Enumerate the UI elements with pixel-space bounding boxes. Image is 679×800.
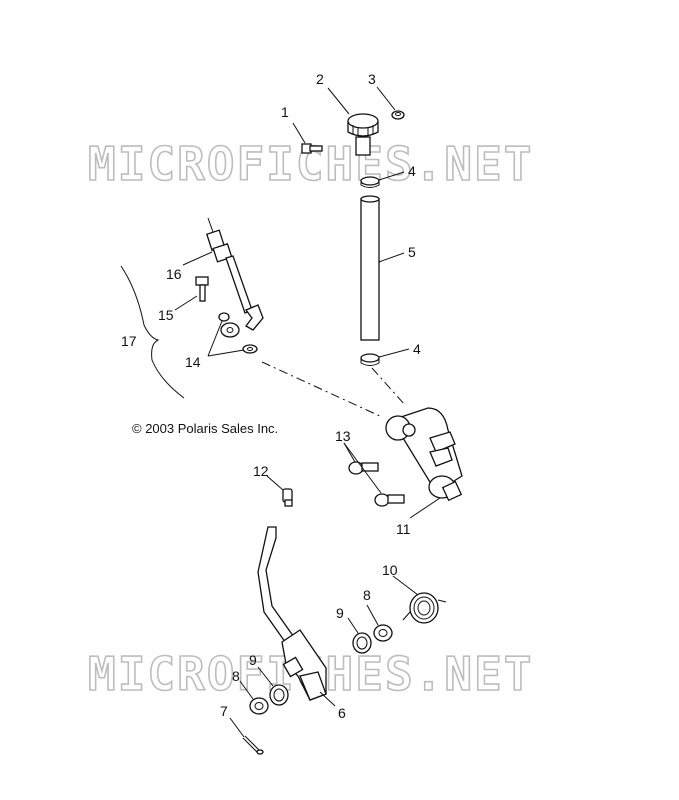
crush-washer-upper (218, 312, 230, 322)
callout-7: 7 (220, 703, 228, 719)
washer-left (249, 697, 269, 715)
hose-clamp-upper (360, 176, 380, 188)
return-spring (402, 592, 447, 624)
callout-4-upper: 4 (408, 163, 416, 179)
callout-12: 12 (253, 463, 269, 479)
callout-17: 17 (121, 333, 137, 349)
bushing-left (269, 684, 289, 706)
centerline-brake-line (261, 361, 383, 418)
washer-right (373, 624, 393, 642)
callout-8-left: 8 (232, 668, 240, 684)
leader-lines (174, 86, 441, 738)
hose-clamp-lower (360, 353, 380, 366)
callouts: 1 2 3 4 5 4 16 15 17 14 13 12 11 10 9 8 … (121, 71, 421, 721)
bolt (301, 143, 323, 154)
callout-16: 16 (166, 266, 182, 282)
brake-pedal (257, 526, 327, 701)
callout-5: 5 (408, 244, 416, 260)
mounting-bolt-upper (348, 461, 379, 475)
reservoir-cap (347, 113, 379, 156)
callout-2: 2 (316, 71, 324, 87)
banjo-bolt (195, 276, 209, 302)
callout-13: 13 (335, 428, 351, 444)
master-cylinder (385, 407, 463, 502)
callout-10: 10 (382, 562, 398, 578)
reservoir-hose (360, 195, 380, 341)
callout-8-right: 8 (363, 587, 371, 603)
callout-4-lower: 4 (413, 341, 421, 357)
copyright-text: © 2003 Polaris Sales Inc. (132, 421, 278, 436)
callout-9-left: 9 (249, 652, 257, 668)
mounting-bolt-lower (374, 493, 405, 507)
callout-3: 3 (368, 71, 376, 87)
centerline-hose (371, 367, 406, 406)
callout-15: 15 (158, 307, 174, 323)
callout-1: 1 (281, 104, 289, 120)
crush-washer-lower (242, 344, 258, 354)
callout-9-right: 9 (336, 605, 344, 621)
clevis-pin (282, 488, 293, 507)
callout-14: 14 (185, 354, 201, 370)
callout-6: 6 (338, 705, 346, 721)
nut (391, 110, 405, 120)
assembly-bracket (120, 265, 185, 399)
brake-line (206, 217, 264, 338)
bushing-right (352, 632, 372, 654)
cotter-pin (242, 735, 264, 755)
callout-11: 11 (396, 521, 411, 537)
